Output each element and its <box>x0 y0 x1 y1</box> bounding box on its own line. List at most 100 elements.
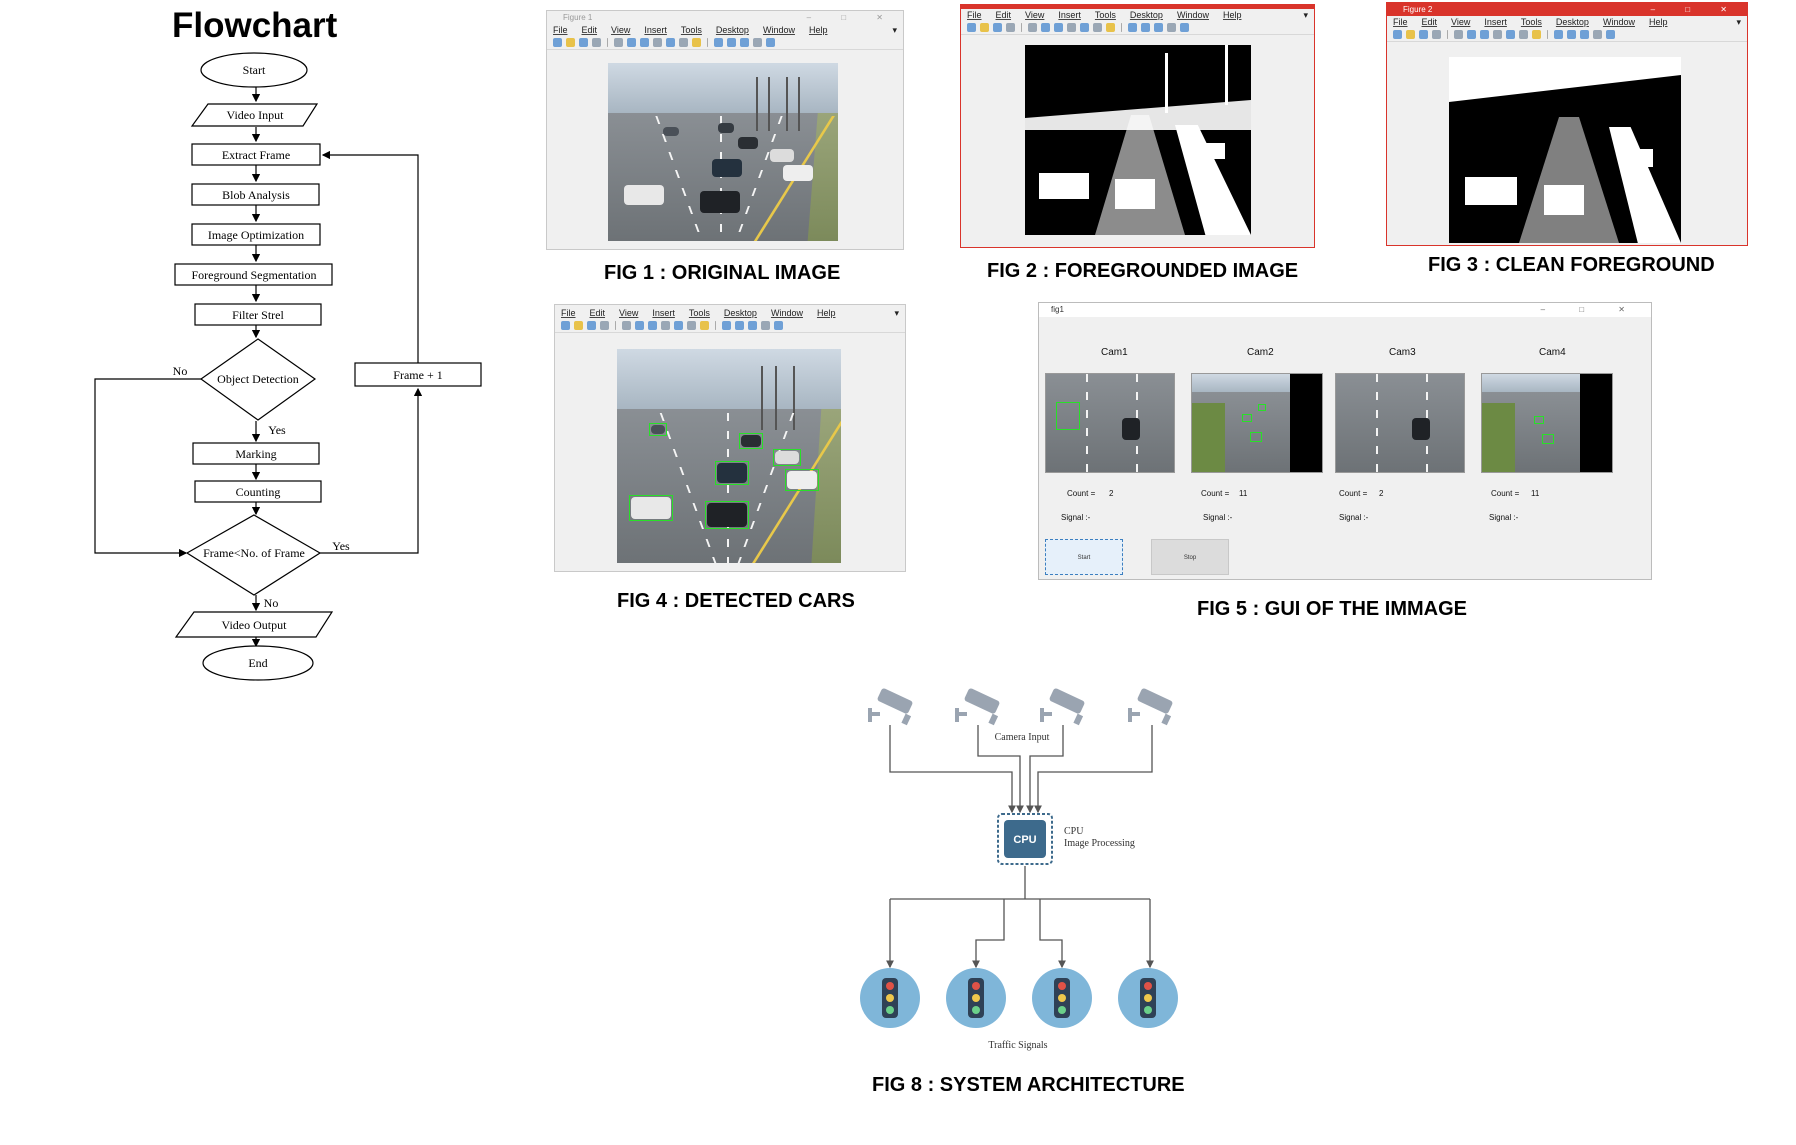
menu-edit[interactable]: Edit <box>1421 17 1438 27</box>
zoom-out-icon[interactable] <box>1480 30 1489 39</box>
menu-file[interactable]: File <box>967 10 982 20</box>
pan-icon[interactable] <box>653 38 662 47</box>
menu-file[interactable]: File <box>561 308 576 318</box>
pan-icon[interactable] <box>1067 23 1076 32</box>
pointer-icon[interactable] <box>614 38 623 47</box>
menu-desktop[interactable]: Desktop <box>1555 17 1589 27</box>
menu-view[interactable]: View <box>611 25 631 35</box>
link-icon[interactable] <box>1128 23 1137 32</box>
menu-desktop[interactable]: Desktop <box>723 308 757 318</box>
menu-window[interactable]: Window <box>1602 17 1635 27</box>
zoom-out-icon[interactable] <box>648 321 657 330</box>
rotate-icon[interactable] <box>1506 30 1515 39</box>
menu-edit[interactable]: Edit <box>995 10 1012 20</box>
menu-help[interactable]: Help <box>1222 10 1242 20</box>
menu-file[interactable]: File <box>1393 17 1408 27</box>
zoom-out-icon[interactable] <box>1054 23 1063 32</box>
menu-tools[interactable]: Tools <box>1094 10 1116 20</box>
colorbar-icon[interactable] <box>1141 23 1150 32</box>
link-icon[interactable] <box>714 38 723 47</box>
menu-help[interactable]: Help <box>816 308 836 318</box>
menu-window[interactable]: Window <box>1176 10 1209 20</box>
menu-desktop[interactable]: Desktop <box>1129 10 1163 20</box>
new-icon[interactable] <box>1393 30 1402 39</box>
menu-window[interactable]: Window <box>762 25 795 35</box>
hide-tools-icon[interactable] <box>753 38 762 47</box>
print-icon[interactable] <box>1006 23 1015 32</box>
menu-insert[interactable]: Insert <box>644 25 667 35</box>
datacursor-icon[interactable] <box>1093 23 1102 32</box>
new-icon[interactable] <box>561 321 570 330</box>
menu-window[interactable]: Window <box>770 308 803 318</box>
menu-desktop[interactable]: Desktop <box>715 25 749 35</box>
link-icon[interactable] <box>722 321 731 330</box>
brush-icon[interactable] <box>700 321 709 330</box>
new-icon[interactable] <box>553 38 562 47</box>
stop-button[interactable]: Stop <box>1151 539 1229 575</box>
colorbar-icon[interactable] <box>1567 30 1576 39</box>
camera-4-icon <box>1128 687 1174 726</box>
legend-icon[interactable] <box>740 38 749 47</box>
menu-edit[interactable]: Edit <box>589 308 606 318</box>
pan-icon[interactable] <box>661 321 670 330</box>
dock-icon[interactable] <box>774 321 783 330</box>
zoom-out-icon[interactable] <box>640 38 649 47</box>
brush-icon[interactable] <box>692 38 701 47</box>
open-icon[interactable] <box>980 23 989 32</box>
save-icon[interactable] <box>1419 30 1428 39</box>
link-icon[interactable] <box>1554 30 1563 39</box>
colorbar-icon[interactable] <box>727 38 736 47</box>
menu-tools[interactable]: Tools <box>688 308 710 318</box>
brush-icon[interactable] <box>1532 30 1541 39</box>
rotate-icon[interactable] <box>674 321 683 330</box>
datacursor-icon[interactable] <box>679 38 688 47</box>
dock-icon[interactable] <box>1180 23 1189 32</box>
zoom-in-icon[interactable] <box>1041 23 1050 32</box>
hide-tools-icon[interactable] <box>1593 30 1602 39</box>
video-input-shape <box>190 103 319 127</box>
menu-file[interactable]: File <box>553 25 568 35</box>
print-icon[interactable] <box>592 38 601 47</box>
menu-tools[interactable]: Tools <box>680 25 702 35</box>
menu-insert[interactable]: Insert <box>1484 17 1507 27</box>
menu-insert[interactable]: Insert <box>652 308 675 318</box>
pointer-icon[interactable] <box>1454 30 1463 39</box>
rotate-icon[interactable] <box>1080 23 1089 32</box>
pointer-icon[interactable] <box>1028 23 1037 32</box>
brush-icon[interactable] <box>1106 23 1115 32</box>
legend-icon[interactable] <box>748 321 757 330</box>
save-icon[interactable] <box>579 38 588 47</box>
pan-icon[interactable] <box>1493 30 1502 39</box>
datacursor-icon[interactable] <box>1519 30 1528 39</box>
zoom-in-icon[interactable] <box>627 38 636 47</box>
zoom-in-icon[interactable] <box>1467 30 1476 39</box>
menu-tools[interactable]: Tools <box>1520 17 1542 27</box>
legend-icon[interactable] <box>1154 23 1163 32</box>
menu-help[interactable]: Help <box>1648 17 1668 27</box>
menu-insert[interactable]: Insert <box>1058 10 1081 20</box>
save-icon[interactable] <box>587 321 596 330</box>
save-icon[interactable] <box>993 23 1002 32</box>
start-button[interactable]: Start <box>1045 539 1123 575</box>
print-icon[interactable] <box>600 321 609 330</box>
open-icon[interactable] <box>574 321 583 330</box>
menu-view[interactable]: View <box>1451 17 1471 27</box>
dock-icon[interactable] <box>1606 30 1615 39</box>
open-icon[interactable] <box>1406 30 1415 39</box>
hide-tools-icon[interactable] <box>761 321 770 330</box>
new-icon[interactable] <box>967 23 976 32</box>
dock-icon[interactable] <box>766 38 775 47</box>
print-icon[interactable] <box>1432 30 1441 39</box>
open-icon[interactable] <box>566 38 575 47</box>
rotate-icon[interactable] <box>666 38 675 47</box>
hide-tools-icon[interactable] <box>1167 23 1176 32</box>
menu-view[interactable]: View <box>1025 10 1045 20</box>
colorbar-icon[interactable] <box>735 321 744 330</box>
zoom-in-icon[interactable] <box>635 321 644 330</box>
menu-help[interactable]: Help <box>808 25 828 35</box>
datacursor-icon[interactable] <box>687 321 696 330</box>
legend-icon[interactable] <box>1580 30 1589 39</box>
menu-view[interactable]: View <box>619 308 639 318</box>
pointer-icon[interactable] <box>622 321 631 330</box>
menu-edit[interactable]: Edit <box>581 25 598 35</box>
